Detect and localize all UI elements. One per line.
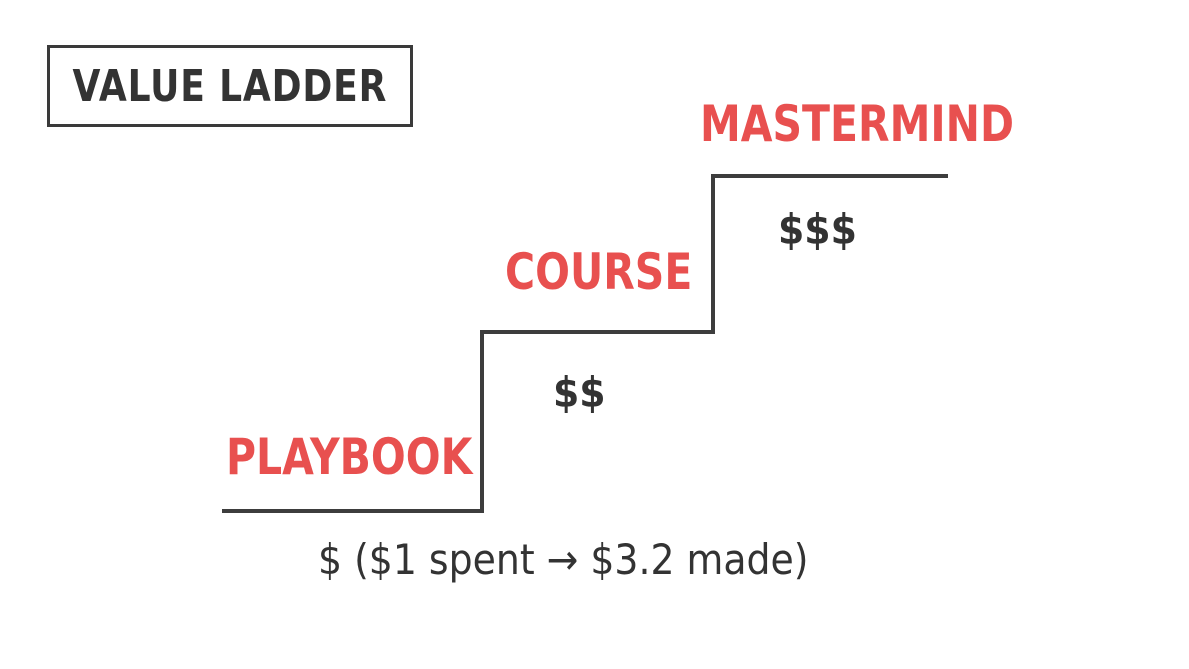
diagram-title: VALUE LADDER bbox=[72, 60, 388, 112]
step-label-mastermind: MASTERMIND bbox=[700, 95, 1015, 153]
step-price-mastermind: $$$ bbox=[778, 205, 857, 254]
step-price-playbook: $ ($1 spent → $3.2 made) bbox=[318, 535, 809, 584]
step-price-course: $$ bbox=[553, 368, 606, 417]
step-label-course: COURSE bbox=[505, 243, 693, 301]
step-label-playbook: PLAYBOOK bbox=[226, 428, 473, 486]
title-box: VALUE LADDER bbox=[47, 45, 413, 127]
